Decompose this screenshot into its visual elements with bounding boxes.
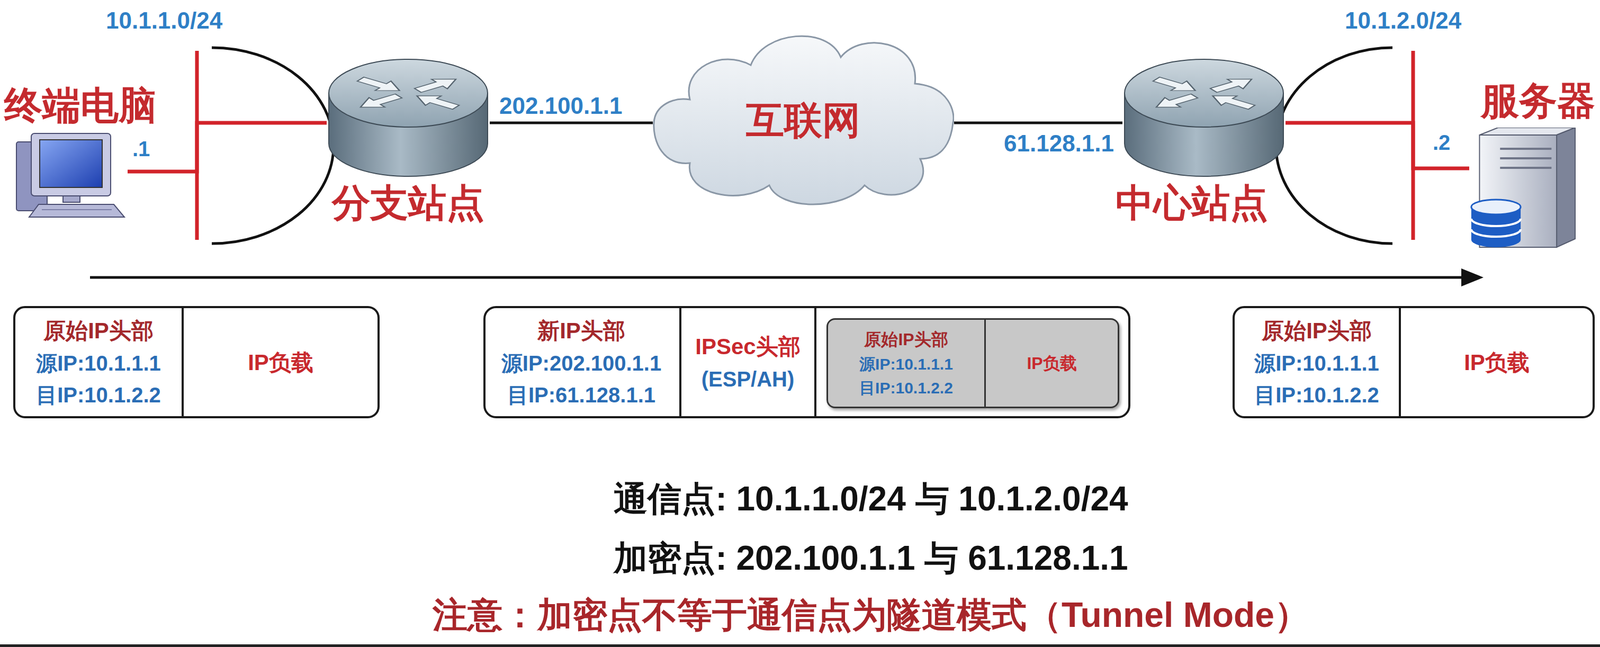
payload-text: IP负载: [1026, 350, 1077, 376]
cloud-name: 互联网: [745, 98, 861, 143]
ip-address: 目IP:10.1.2.2: [36, 379, 161, 411]
link-line: [1285, 122, 1470, 169]
ip-address: 目IP:10.1.2.2: [859, 375, 954, 400]
flow-arrow-head: [1461, 268, 1484, 287]
header-title: 新IP头部: [537, 313, 626, 348]
header-title: 原始IP头部: [864, 326, 948, 353]
ip-address: 源IP:202.100.1.1: [501, 347, 662, 380]
ip-address: 目IP:61.128.1.1: [507, 379, 656, 411]
interface-address: 61.128.1.1: [1001, 130, 1117, 158]
header-title: 原始IP头部: [1261, 313, 1372, 348]
summary-line: 通信点: 10.1.1.0/24 与 10.1.2.0/24: [613, 479, 1128, 519]
cell-content: 原始IP头部源IP:10.1.1.1目IP:10.1.2.2: [828, 319, 985, 407]
device-name: 终端电脑: [4, 83, 157, 128]
cell-content: 新IP头部源IP:202.100.1.1目IP:61.128.1.1: [483, 306, 680, 419]
router-icon: [326, 56, 490, 179]
link-line: [127, 122, 327, 172]
packet-header-cell: 新IP头部源IP:202.100.1.1目IP:61.128.1.1: [483, 306, 682, 419]
cell-content: IP负载: [183, 308, 378, 417]
computer-node: 终端电脑: [15, 132, 128, 220]
cell-content: IPSec头部(ESP/AH): [681, 306, 815, 419]
note-line: 注意：加密点不等于通信点为隧道模式（Tunnel Mode）: [432, 595, 1310, 636]
packet-outline: [484, 307, 1130, 418]
computer-icon: [15, 132, 128, 220]
subnet-label: 10.1.2.0/24: [1344, 7, 1462, 35]
header-title: 原始IP头部: [43, 313, 154, 348]
subnet-arc: [1275, 47, 1393, 244]
summary-line: 加密点: 202.100.1.1 与 61.128.1.1: [613, 538, 1128, 579]
host-address: .1: [132, 136, 150, 161]
subnet-label: 10.1.1.0/24: [105, 7, 223, 35]
packet-header-cell: 原始IP头部源IP:10.1.1.1目IP:10.1.2.2: [1232, 306, 1401, 419]
cell-content: 原始IP头部源IP:10.1.1.1目IP:10.1.2.2: [15, 308, 182, 417]
cell-content: IP负载: [1400, 308, 1593, 417]
ipsec-title: IPSec头部: [695, 329, 800, 364]
ip-address: 源IP:10.1.1.1: [36, 347, 161, 380]
cloud-node: 互联网: [652, 20, 955, 210]
router-node: 分支站点: [326, 56, 490, 179]
subnet-arc: [211, 47, 334, 244]
packet-payload-cell: IP负载: [183, 306, 380, 419]
payload-text: IP负载: [247, 345, 314, 380]
inner-header-cell: 原始IP头部源IP:10.1.1.1目IP:10.1.2.2: [826, 318, 986, 409]
server-node: 服务器: [1469, 127, 1577, 250]
bottom-bar: [0, 644, 1600, 647]
packet-header-cell: 原始IP头部源IP:10.1.1.1目IP:10.1.2.2: [13, 306, 184, 419]
flow-arrow: [90, 276, 1464, 280]
ip-address: 目IP:10.1.2.2: [1254, 379, 1380, 411]
link-line: [489, 121, 653, 125]
link-line: [954, 121, 1123, 125]
router-icon: [1122, 56, 1286, 179]
cell-content: 原始IP头部源IP:10.1.1.1目IP:10.1.2.2: [1234, 308, 1399, 417]
ipsec-header-cell: IPSec头部(ESP/AH): [681, 306, 817, 419]
payload-text: IP负载: [1463, 345, 1530, 380]
site-name: 中心站点: [1115, 181, 1269, 226]
device-name: 服务器: [1480, 78, 1596, 123]
server-icon: [1469, 127, 1577, 250]
cell-content: IP负载: [985, 319, 1118, 407]
ip-address: 源IP:10.1.1.1: [859, 352, 954, 376]
protocol-text: (ESP/AH): [701, 363, 795, 395]
packet-payload-cell: IP负载: [1400, 306, 1595, 419]
interface-address: 202.100.1.1: [497, 92, 625, 120]
host-address: .2: [1432, 130, 1451, 155]
inner-payload-cell: IP负载: [985, 318, 1120, 409]
ip-address: 源IP:10.1.1.1: [1254, 347, 1380, 380]
router-node: 中心站点: [1122, 56, 1286, 179]
site-name: 分支站点: [331, 181, 485, 226]
